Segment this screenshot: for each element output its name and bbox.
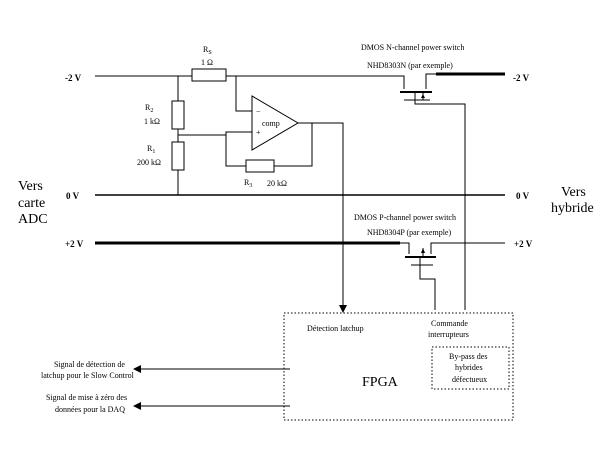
svg-text:Vers: Vers xyxy=(561,185,586,200)
wire-plus-to-r3 xyxy=(225,135,246,167)
rail-plus-2v-left-label: +2 V xyxy=(65,239,84,249)
svg-text:Signal de détection de: Signal de détection de xyxy=(54,360,125,369)
wire-r3-to-output xyxy=(274,123,313,167)
svg-text:DMOS P-channel power switch: DMOS P-channel power switch xyxy=(354,213,456,222)
switch-command-label: Commande xyxy=(431,319,468,328)
svg-text:1 kΩ: 1 kΩ xyxy=(144,117,160,126)
svg-text:R2: R2 xyxy=(145,103,153,114)
svg-text:carte: carte xyxy=(18,196,45,211)
rail-plus-2v-right-label: +2 V xyxy=(514,239,533,249)
p-channel-switch: DMOS P-channel power switch NHD8304P (pa… xyxy=(354,213,456,310)
output-latchup-signal: Signal de détection de latchup pour le S… xyxy=(41,360,290,380)
svg-text:+: + xyxy=(256,128,261,137)
svg-text:1 Ω: 1 Ω xyxy=(201,58,213,67)
rail-minus-2v-left-label: -2 V xyxy=(65,73,82,83)
svg-text:interrupteurs: interrupteurs xyxy=(428,330,469,339)
svg-text:−: − xyxy=(256,107,261,116)
resistor-r1: R1 200 kΩ xyxy=(137,141,185,171)
latchup-detection-label: Détection latchup xyxy=(307,324,364,333)
left-side-label: Vers carte ADC xyxy=(18,179,48,227)
svg-text:R3: R3 xyxy=(244,178,252,189)
svg-text:NHD8304P (par exemple): NHD8304P (par exemple) xyxy=(367,228,451,237)
resistor-r3: R3 20 kΩ xyxy=(244,159,287,189)
svg-text:hybride: hybride xyxy=(551,201,594,216)
svg-text:20 kΩ: 20 kΩ xyxy=(267,179,287,188)
svg-text:RS: RS xyxy=(203,45,212,56)
svg-text:By-pass des: By-pass des xyxy=(449,352,487,361)
svg-text:Vers: Vers xyxy=(18,179,43,194)
svg-text:latchup pour le Slow Control: latchup pour le Slow Control xyxy=(41,371,135,380)
fpga-title: FPGA xyxy=(362,375,399,390)
svg-text:Signal de mise à zéro des: Signal de mise à zéro des xyxy=(46,393,127,402)
rail-plus-2v: +2 V +2 V xyxy=(65,239,533,249)
svg-text:défectueux: défectueux xyxy=(452,375,487,384)
svg-text:comp: comp xyxy=(262,119,280,128)
wire-divider-to-plus xyxy=(178,131,252,136)
bypass-block: By-pass des hybrides défectueux xyxy=(431,346,510,390)
rail-minus-2v-right-label: -2 V xyxy=(513,73,530,83)
svg-text:données pour la DAQ: données pour la DAQ xyxy=(55,405,125,414)
resistor-rs: RS 1 Ω xyxy=(191,45,227,82)
svg-text:R1: R1 xyxy=(147,144,155,155)
fpga-block: Détection latchup Commande interrupteurs… xyxy=(283,312,514,421)
rail-minus-2v: -2 V -2 V xyxy=(65,72,530,83)
svg-text:ADC: ADC xyxy=(18,212,48,227)
rail-0v-left-label: 0 V xyxy=(66,191,80,201)
svg-text:DMOS N-channel power switch: DMOS N-channel power switch xyxy=(361,43,464,52)
n-channel-switch: DMOS N-channel power switch NHD8303N (pa… xyxy=(361,43,466,310)
right-side-label: Vers hybride xyxy=(551,185,594,216)
comparator: − + comp xyxy=(251,95,299,151)
wire-rs-to-minus xyxy=(235,76,252,112)
output-daq-reset-signal: Signal de mise à zéro des données pour l… xyxy=(46,393,290,414)
wire-latchup-signal xyxy=(298,122,347,313)
svg-text:NHD8303N (par exemple): NHD8303N (par exemple) xyxy=(367,61,453,70)
svg-text:200 kΩ: 200 kΩ xyxy=(137,158,161,167)
resistor-r2: R2 1 kΩ xyxy=(144,100,185,130)
rail-0v: 0 V 0 V xyxy=(66,191,530,201)
svg-text:hybrides: hybrides xyxy=(455,363,483,372)
rail-0v-right-label: 0 V xyxy=(516,191,530,201)
